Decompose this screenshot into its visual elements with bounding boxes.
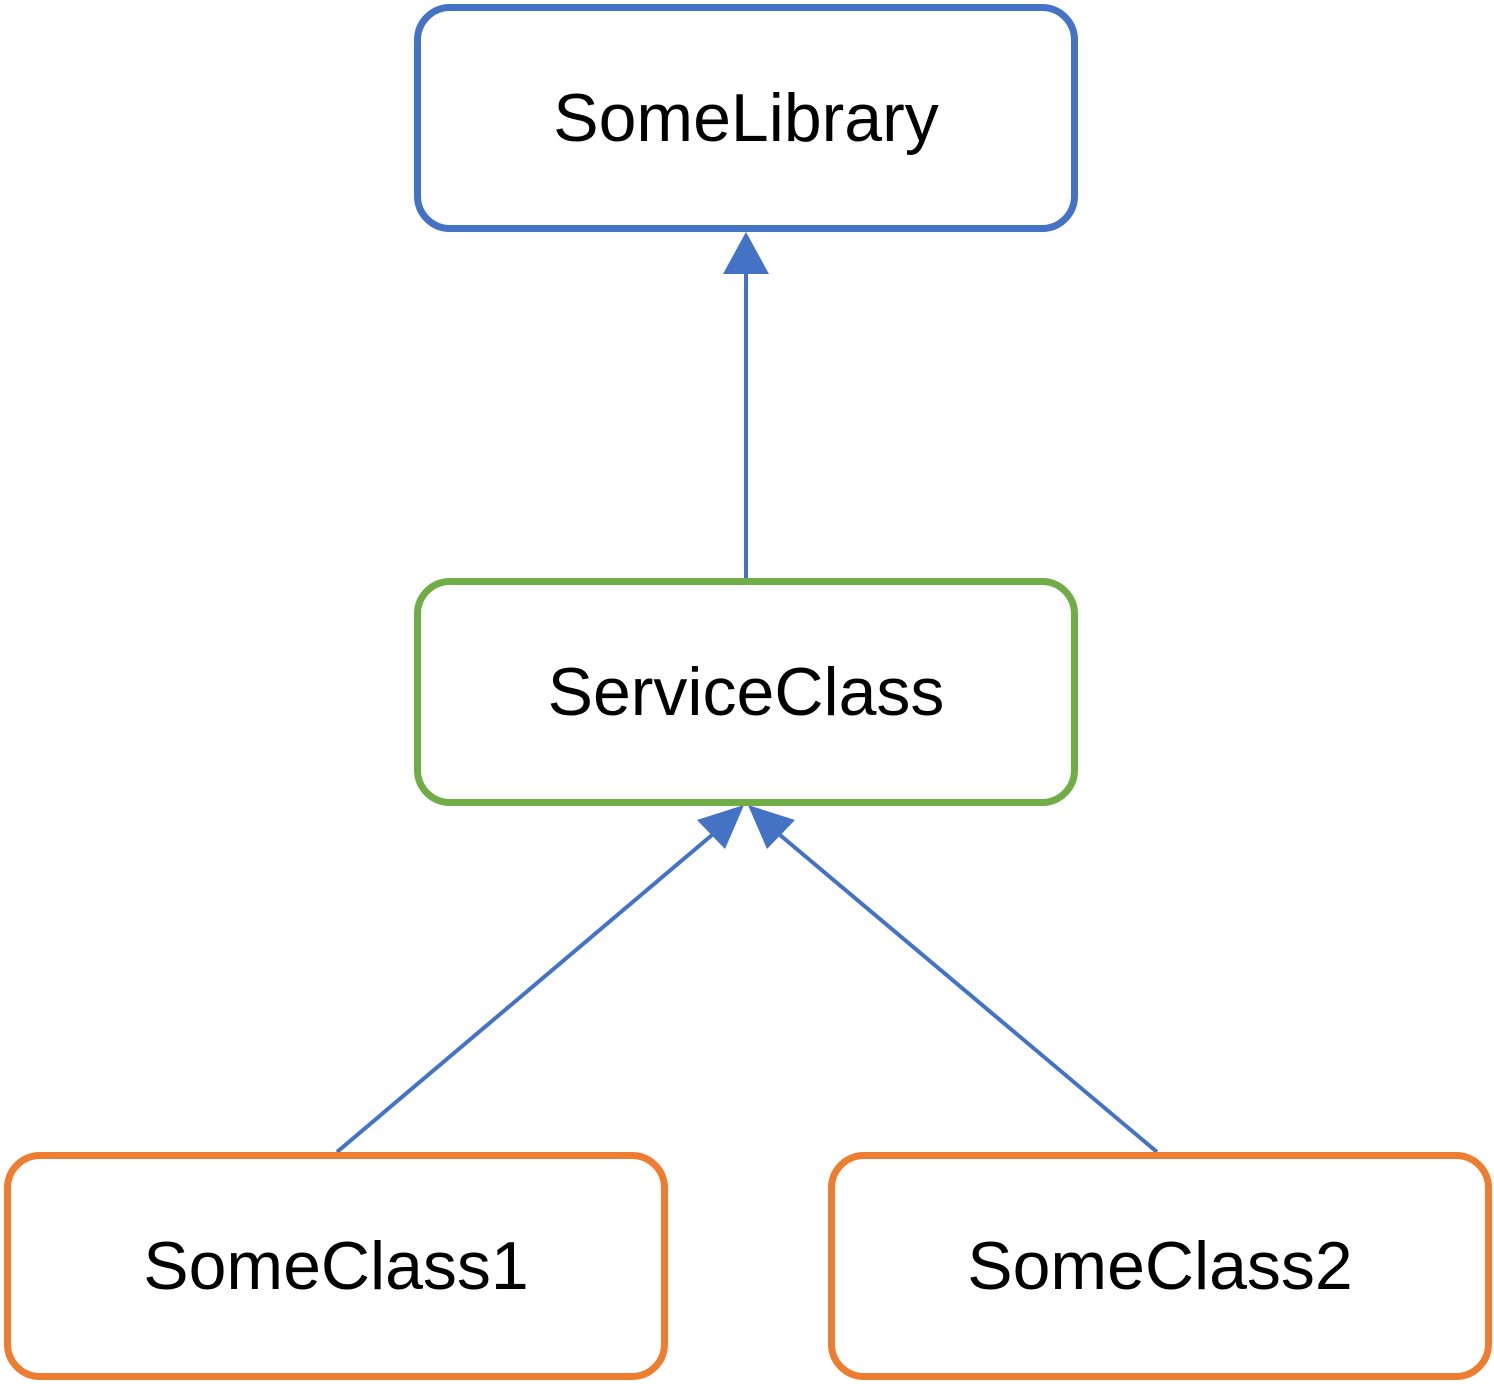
node-label-serviceclass: ServiceClass bbox=[547, 654, 945, 730]
edge-someclass1-to-serviceclass bbox=[335, 833, 714, 1154]
node-label-somelibrary: SomeLibrary bbox=[553, 80, 939, 156]
arrowhead-serviceclass-right bbox=[748, 805, 795, 849]
node-label-someclass2: SomeClass2 bbox=[967, 1228, 1353, 1304]
arrowhead-somelibrary bbox=[723, 232, 769, 274]
node-label-someclass1: SomeClass1 bbox=[143, 1228, 529, 1304]
arrowhead-serviceclass-left bbox=[697, 805, 744, 849]
node-somelibrary: SomeLibrary bbox=[414, 4, 1078, 232]
edge-someclass2-to-serviceclass bbox=[778, 833, 1159, 1154]
node-serviceclass: ServiceClass bbox=[414, 578, 1078, 806]
node-someclass2: SomeClass2 bbox=[828, 1152, 1492, 1380]
node-someclass1: SomeClass1 bbox=[4, 1152, 668, 1380]
